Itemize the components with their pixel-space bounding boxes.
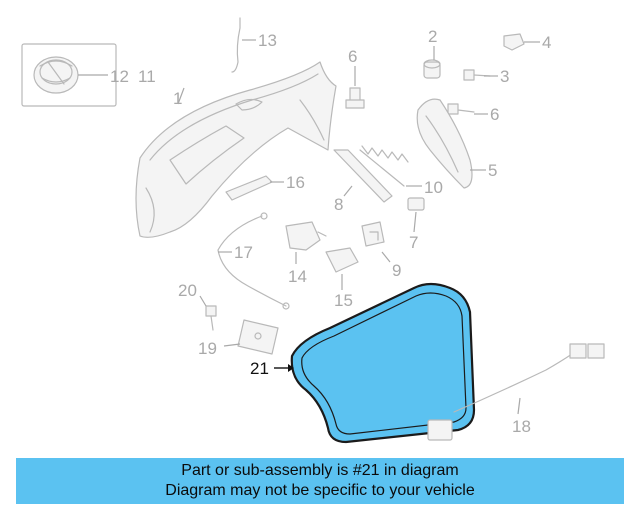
callout-4: 4 [542,33,551,52]
callout-16: 16 [286,173,305,192]
part-9-striker [361,221,391,263]
callout-18: 18 [512,417,531,436]
callout-20: 20 [178,281,197,300]
part-8-strut-rod [333,149,393,203]
part-12-hinge-assembly [21,43,117,107]
part-21-weatherstrip-seal[interactable] [274,282,476,444]
callout-6-upper: 6 [348,47,357,66]
part-18-wiring-harness [427,343,605,441]
callout-6-lower: 6 [490,105,499,124]
seal-inner [301,292,467,435]
callout-19: 19 [198,339,217,358]
part-7-bumper [407,197,425,233]
callout-15: 15 [334,291,353,310]
seal-outer [290,282,476,444]
callout-3: 3 [500,67,509,86]
callout-10: 10 [424,178,443,197]
part-20-bolt [199,295,217,331]
callout-9: 9 [392,261,401,280]
part-16-handle [225,175,284,201]
part-3-screw [463,69,498,81]
callout-8: 8 [334,195,343,214]
banner-line-2: Diagram may not be specific to your vehi… [165,482,475,499]
part-17-cable [217,212,290,310]
banner-line-1: Part or sub-assembly is #21 in diagram [181,462,459,479]
callout-14: 14 [288,267,307,286]
part-5-hinge-bracket [416,98,486,189]
part-13-rod [231,17,256,73]
part-2-nut [423,46,441,79]
callout-1: 1 [173,89,182,108]
callout-21: 21 [250,359,269,378]
callout-7: 7 [409,233,418,252]
part-4-clip [503,33,540,51]
part-1-trunk-lid [135,61,337,238]
part-6-bolt-lower [447,103,488,115]
part-19-bracket [223,319,279,355]
callout-11: 11 [138,67,156,86]
callout-17: 17 [234,243,253,262]
callout-2: 2 [428,27,437,46]
callout-13: 13 [258,31,277,50]
part-14-lock-actuator [285,221,327,264]
callout-12: 12 [110,67,129,86]
part-15-latch [325,247,359,290]
part-10-strut-spring [359,145,422,187]
part-6-bolt-upper [345,66,365,109]
info-banner: Part or sub-assembly is #21 in diagram D… [16,458,624,504]
parts-diagram: 1 2 3 4 5 6 6 7 8 9 10 11 12 13 14 15 16… [21,17,605,444]
callout-5: 5 [488,161,497,180]
